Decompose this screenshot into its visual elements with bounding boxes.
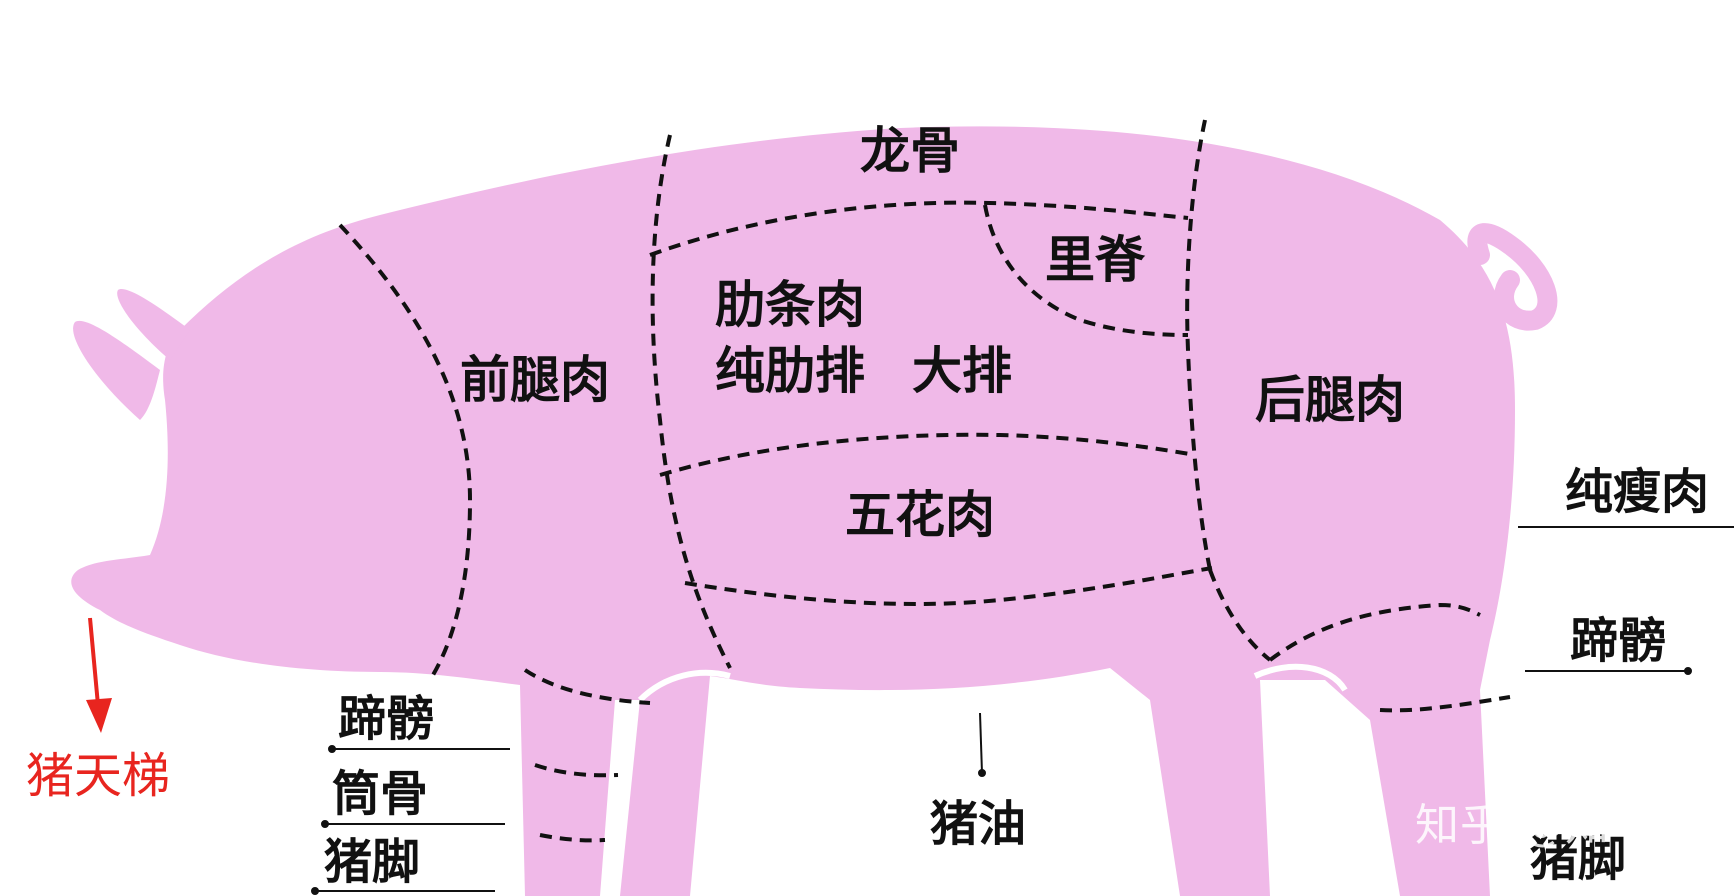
- label-tonggu: 筒骨: [332, 766, 429, 822]
- cut-line-front-shank: [534, 763, 619, 778]
- label-zhutianti: 猪天梯: [26, 748, 171, 804]
- label-zhujiao-front: 猪脚: [324, 834, 421, 890]
- leg-gap-front: [637, 669, 731, 703]
- callout-line-zhuyou: [979, 712, 983, 774]
- cut-line-front-loin: [650, 134, 732, 669]
- watermark: 知乎 @知爷: [1415, 800, 1655, 851]
- callout-dot-zhujiao-front: [311, 887, 319, 895]
- callout-lines: [311, 526, 1734, 895]
- arrow-shaft: [88, 617, 100, 706]
- cut-line-back: [649, 200, 1189, 257]
- cut-lines: [338, 119, 1511, 843]
- label-longgu: 龙骨: [860, 122, 960, 180]
- cut-line-shoulder: [338, 223, 473, 682]
- cut-line-rear-loin: [1185, 119, 1212, 571]
- label-zhuyou: 猪油: [930, 796, 1027, 852]
- label-wuhua: 五花肉: [845, 486, 995, 544]
- pig-ear-back: [117, 289, 190, 360]
- label-dapai: 大排: [912, 342, 1012, 400]
- label-qiantui: 前腿肉: [460, 351, 610, 409]
- pig-tail: [1467, 223, 1558, 331]
- callout-dot-zhuyou: [978, 769, 986, 777]
- cut-line-front-foot: [539, 833, 606, 843]
- snout-arrow: [86, 617, 112, 733]
- pig-ear-front: [73, 320, 160, 420]
- label-tipang-front: 蹄髈: [338, 691, 435, 747]
- pig-silhouette: [71, 126, 1558, 896]
- label-tipang-rear: 蹄髈: [1570, 613, 1667, 669]
- cut-line-rear-foot: [1379, 695, 1511, 713]
- cut-line-belly-top: [659, 432, 1196, 477]
- callout-dot-tipang-front: [328, 745, 336, 753]
- cut-line-rear-hock: [1268, 602, 1481, 662]
- label-chunlei: 纯肋排: [715, 342, 865, 400]
- label-zhujiao-rear: 猪脚: [1530, 831, 1627, 887]
- label-houtui: 后腿肉: [1255, 371, 1405, 429]
- arrow-head: [86, 698, 112, 733]
- label-liji: 里脊: [1045, 231, 1145, 289]
- cut-line-belly-bottom: [684, 566, 1213, 606]
- pig-body: [71, 126, 1515, 896]
- callout-dot-tipang-rear: [1684, 667, 1692, 675]
- callout-dot-tonggu: [321, 820, 329, 828]
- label-chunshou: 纯瘦肉: [1565, 464, 1710, 520]
- label-leitiao: 肋条肉: [715, 276, 865, 334]
- leg-gap-rear: [1253, 663, 1348, 692]
- cut-line-tenderloin: [983, 204, 1189, 337]
